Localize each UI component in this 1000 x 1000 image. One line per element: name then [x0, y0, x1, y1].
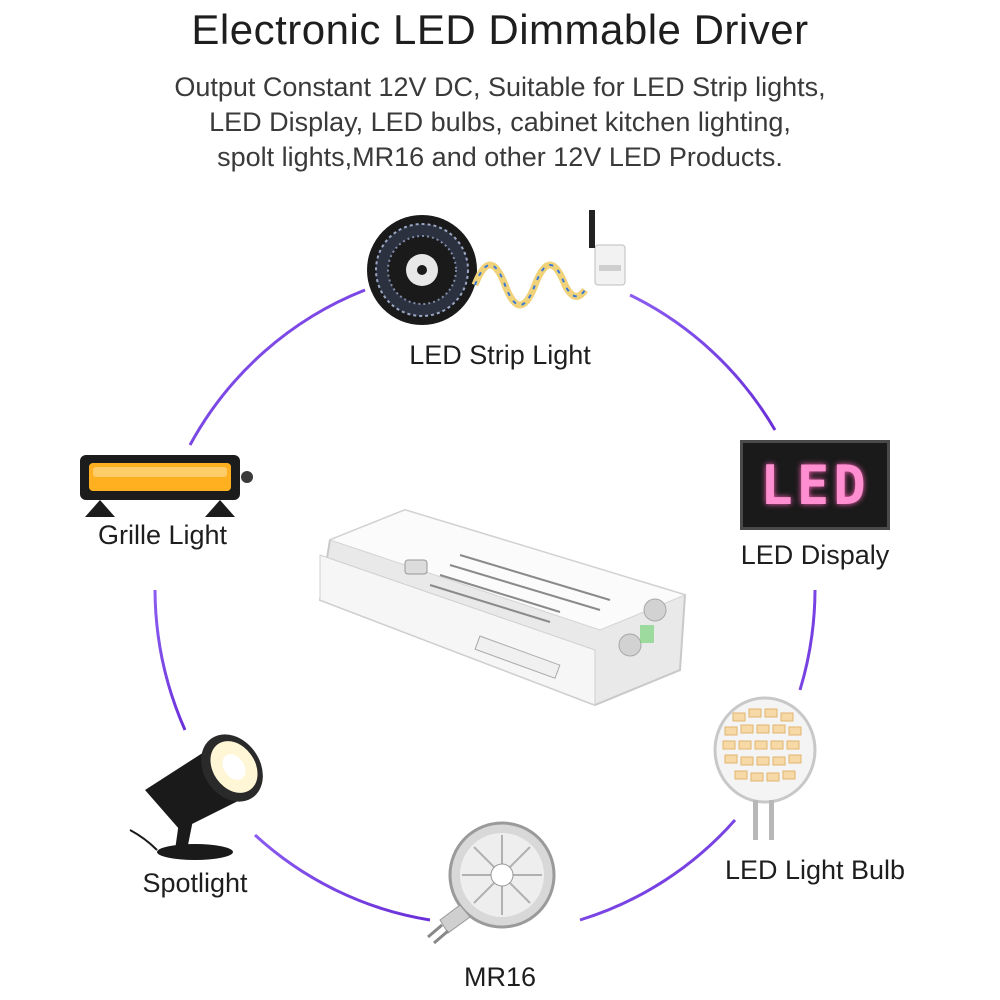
ring-arc-top-right — [629, 293, 777, 431]
page-title: Electronic LED Dimmable Driver — [191, 6, 809, 53]
subtitle-line-2: LED Display, LED bulbs, cabinet kitchen … — [209, 107, 791, 137]
led-strip-image — [367, 210, 626, 325]
label-mr16: MR16 — [463, 962, 537, 992]
page-subtitle: Output Constant 12V DC, Suitable for LED… — [100, 70, 900, 175]
ring-arc-bottom-left — [253, 833, 431, 922]
label-grille-light: Grille Light — [97, 520, 228, 550]
label-spotlight: Spotlight — [142, 868, 248, 898]
ring-arc-bottom-right — [579, 819, 737, 922]
subtitle-line-1: Output Constant 12V DC, Suitable for LED… — [174, 72, 826, 102]
ring-arc-right — [798, 589, 817, 691]
subtitle-line-3: spolt lights,MR16 and other 12V LED Prod… — [217, 142, 783, 172]
ring-arc-top-left — [188, 288, 366, 446]
grille-light-image — [80, 455, 253, 517]
label-led-display: LED Dispaly — [740, 540, 890, 570]
display-sign-text: LED — [760, 453, 870, 517]
ring-arc-left — [153, 589, 187, 731]
mr16-bulb-image — [427, 821, 556, 945]
led-display-image: LED — [740, 440, 890, 530]
spotlight-image — [129, 734, 263, 860]
led-driver-image — [318, 508, 687, 707]
label-led-light-bulb: LED Light Bulb — [724, 855, 906, 885]
label-led-strip: LED Strip Light — [409, 340, 591, 370]
led-light-bulb-image — [713, 696, 817, 840]
